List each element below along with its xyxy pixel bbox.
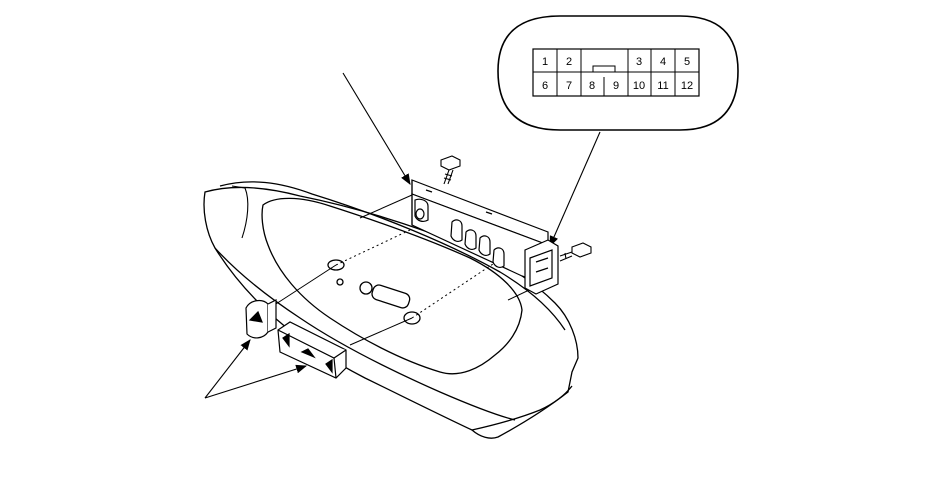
switch-opening bbox=[371, 284, 411, 309]
pin-7: 7 bbox=[566, 80, 572, 92]
alignment-lines bbox=[335, 229, 497, 319]
connector-callout: 1 2 3 4 5 6 7 8 9 10 11 12 bbox=[497, 15, 739, 131]
knob-opening-upper bbox=[327, 259, 345, 271]
switch-leader bbox=[342, 72, 411, 185]
trim-inner-panel bbox=[261, 197, 523, 375]
trim-lower-edge bbox=[214, 247, 516, 421]
switch-knobs bbox=[245, 299, 347, 379]
power-seat-switch bbox=[411, 179, 559, 295]
pin-9: 9 bbox=[613, 80, 619, 92]
screws bbox=[440, 155, 592, 262]
trim-rim bbox=[219, 181, 566, 331]
seat-side-trim bbox=[203, 181, 579, 439]
pin-6: 6 bbox=[542, 80, 548, 92]
pin-2: 2 bbox=[566, 56, 572, 68]
screw-upper bbox=[440, 155, 461, 185]
pin-4: 4 bbox=[660, 56, 666, 68]
knob-leader-1 bbox=[204, 339, 251, 399]
connector-leader bbox=[549, 131, 601, 248]
leader-lines bbox=[204, 72, 601, 399]
knob-leader-2 bbox=[204, 364, 308, 399]
pin-11: 11 bbox=[657, 80, 668, 92]
pin-5: 5 bbox=[684, 56, 690, 68]
pin-12: 12 bbox=[681, 80, 693, 92]
pin-3: 3 bbox=[636, 56, 642, 68]
pin-1: 1 bbox=[542, 56, 548, 68]
pin-8: 8 bbox=[589, 80, 595, 92]
screw-lower bbox=[559, 242, 592, 262]
trim-bottom-curve bbox=[471, 385, 573, 431]
pin-10: 10 bbox=[633, 80, 645, 92]
knob-opening-lower bbox=[403, 311, 421, 325]
